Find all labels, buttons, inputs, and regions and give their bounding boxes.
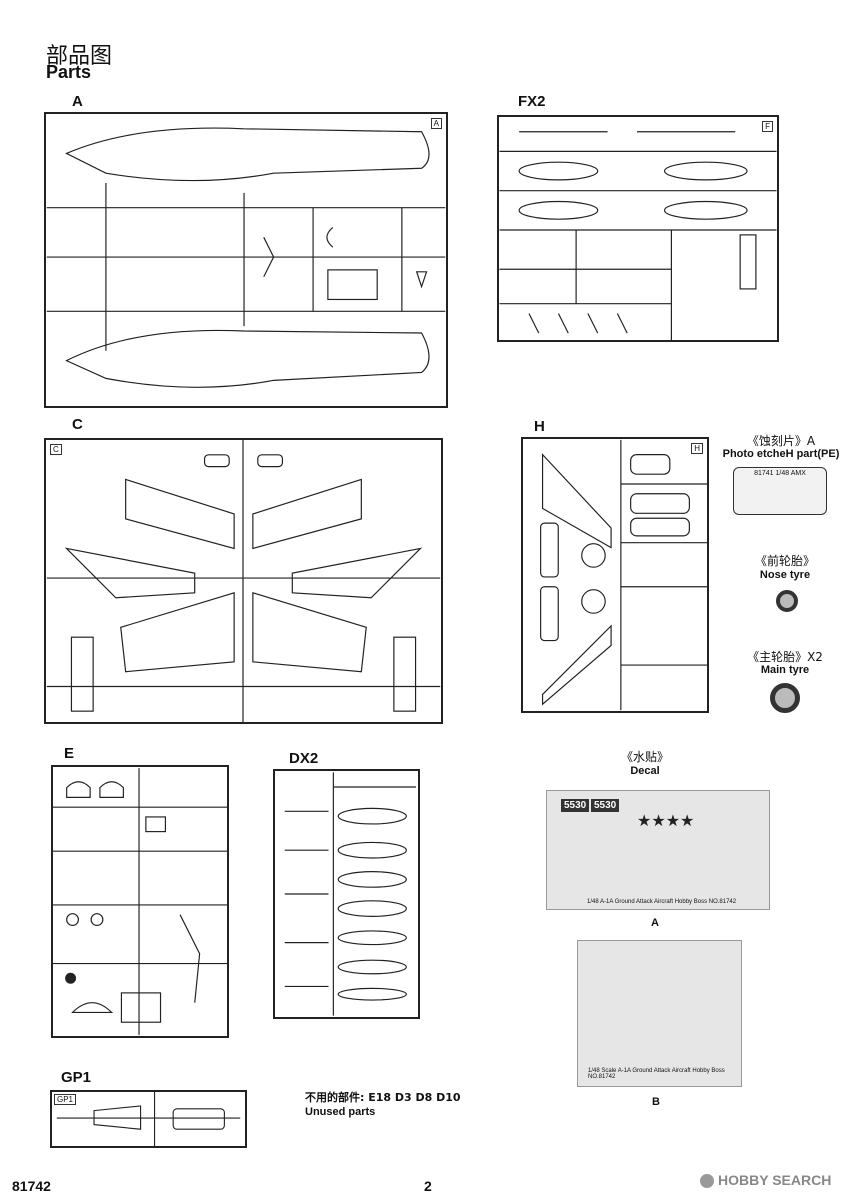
page-title-en: Parts: [46, 62, 92, 82]
sprue-h-frame: H: [521, 437, 709, 713]
hobby-search-logo-icon: [700, 1174, 714, 1189]
sprue-dx2-drawing: [284, 772, 417, 1016]
pe-fret: 81741 1/48 AMX: [733, 467, 827, 515]
sprue-h-label: H: [534, 418, 545, 435]
decal-b-label: B: [652, 1096, 660, 1108]
sprue-gp1-drawing: [56, 1092, 241, 1146]
sprue-c-label: C: [72, 416, 83, 433]
decal-b-caption: 1/48 Scale A-1A Ground Attack Aircraft H…: [588, 1068, 725, 1080]
unused-parts-en: Unused parts: [305, 1106, 376, 1118]
pe-plate-text: 81741 1/48 AMX: [754, 470, 806, 477]
nose-tyre-title-cn: 《前轮胎》: [754, 554, 815, 568]
sprue-a-frame: A: [44, 112, 448, 408]
footer-page-number: 2: [424, 1178, 432, 1194]
sprue-gp1-frame: GP1: [50, 1090, 247, 1148]
decal-sheet-a: 5530 5530 ★★★★ 1/48 A-1A Ground Attack A…: [546, 790, 770, 910]
main-tyre-image: [770, 683, 800, 713]
watermark-text: HOBBY SEARCH: [718, 1172, 832, 1188]
decal-a-caption: 1/48 A-1A Ground Attack Aircraft Hobby B…: [587, 899, 737, 905]
watermark: HOBBY SEARCH: [700, 1172, 832, 1189]
sprue-c-drawing: [46, 440, 441, 722]
sprue-fx2-tag: F: [762, 121, 773, 132]
decal-title-cn: 《水贴》: [620, 750, 669, 764]
nose-tyre-image: [776, 590, 798, 612]
sprue-e-drawing: [53, 768, 227, 1035]
sprue-gp1-label: GP1: [61, 1069, 92, 1086]
decal-a-stars: ★★★★: [637, 813, 695, 830]
decal-title-en: Decal: [630, 765, 660, 777]
pe-title-cn: 《蚀刻片》A: [746, 434, 816, 448]
page-title-cn: 部品图: [46, 44, 113, 69]
sprue-fx2-label: FX2: [518, 93, 546, 110]
sprue-dx2-frame: [273, 769, 420, 1019]
unused-parts-cn: 不用的部件: E18 D3 D8 D10: [305, 1091, 461, 1104]
sprue-dx2-label: DX2: [289, 750, 319, 767]
sprue-h-drawing: [540, 439, 707, 711]
sprue-e-label: E: [64, 745, 75, 762]
sprue-fx2-drawing: [499, 131, 777, 340]
decal-sheet-b: 1/48 Scale A-1A Ground Attack Aircraft H…: [577, 940, 742, 1087]
sprue-a-tag: A: [430, 118, 442, 129]
sprue-e-frame: [51, 765, 229, 1038]
decal-a-code-1: 5530: [561, 799, 590, 812]
sprue-h-tag: H: [691, 443, 703, 454]
sprue-gp1-tag: GP1: [54, 1094, 77, 1105]
decal-a-code-2: 5530: [591, 799, 620, 812]
sprue-c-tag: C: [50, 444, 62, 455]
sprue-c-frame: C: [44, 438, 443, 724]
nose-tyre-title-en: Nose tyre: [759, 569, 811, 581]
main-tyre-title-cn: 《主轮胎》X2: [747, 650, 823, 664]
sprue-a-label: A: [72, 93, 83, 110]
decal-a-label: A: [651, 917, 659, 929]
pe-title-en: Photo etcheH part(PE): [722, 448, 840, 460]
sprue-fx2-frame: F: [497, 115, 779, 342]
main-tyre-title-en: Main tyre: [760, 664, 810, 676]
footer-product-code: 81742: [12, 1178, 51, 1194]
sprue-a-drawing: [46, 127, 446, 388]
